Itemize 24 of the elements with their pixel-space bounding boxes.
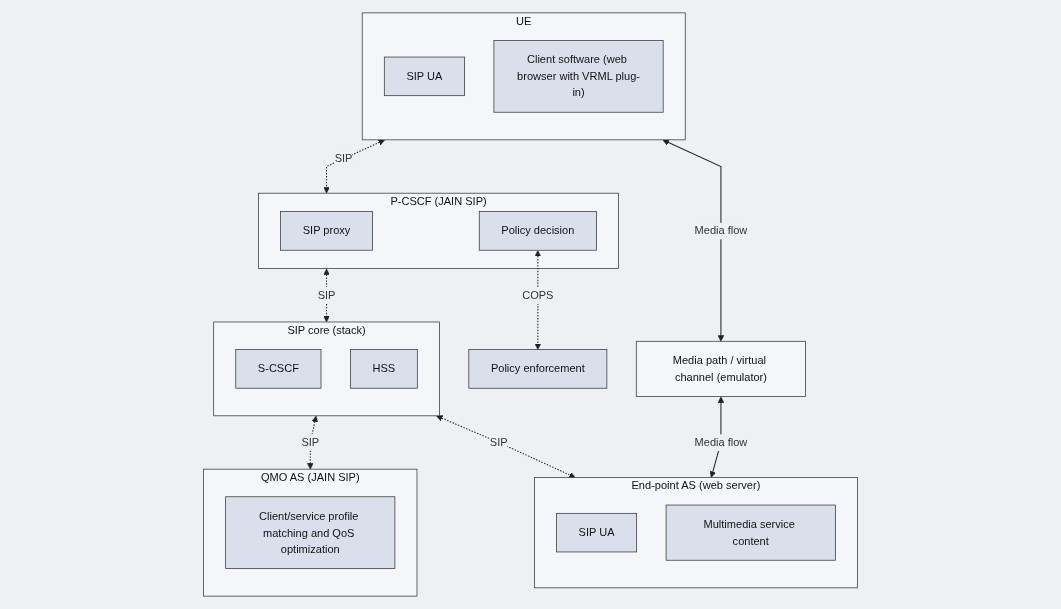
- edge-label: SIP: [489, 435, 508, 449]
- node-box: Client software (web browser with VRML plug-in): [493, 40, 664, 113]
- edge-label: COPS: [522, 288, 554, 301]
- edge-label: SIP: [334, 151, 353, 165]
- edge-label: SIP: [301, 435, 320, 449]
- node-box: Client/service profile matching and QoS optimization: [225, 496, 396, 569]
- arrow: [662, 139, 725, 342]
- node-box: Policy decision: [478, 211, 597, 251]
- node-box: SIP UA: [383, 56, 465, 97]
- node-box: Multimedia service content: [665, 504, 836, 561]
- edge-label: Media flow: [694, 224, 748, 237]
- node-box: S-CSCF: [235, 349, 322, 389]
- node-box: SIP UA: [556, 512, 637, 553]
- arrow: [323, 268, 330, 323]
- arrow: [307, 415, 318, 470]
- node-box: HSS: [350, 349, 418, 389]
- arrow: [436, 415, 576, 478]
- node-box: Media path / virtual channel (emulator): [635, 340, 806, 397]
- arrow: [323, 139, 385, 194]
- node-box: Policy enforcement: [468, 349, 608, 389]
- node-box: SIP proxy: [280, 211, 373, 251]
- edge-label: SIP: [317, 288, 336, 301]
- arrow: [534, 250, 542, 350]
- edge-label: Media flow: [694, 435, 748, 449]
